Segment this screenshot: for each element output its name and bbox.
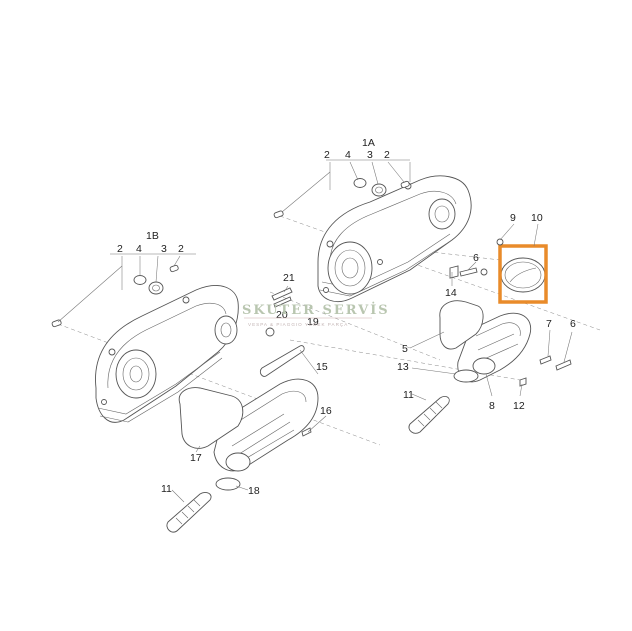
callout-7: 7	[546, 318, 552, 330]
callout-14: 14	[445, 287, 457, 299]
air-cover-15	[178, 378, 319, 472]
callout-6: 6	[473, 252, 479, 264]
air-cover-8	[439, 300, 532, 383]
callout-2: 2	[178, 243, 184, 255]
callout-20: 20	[276, 309, 288, 321]
callout-4: 4	[136, 243, 142, 255]
callout-11: 11	[161, 483, 172, 495]
callout-3: 3	[367, 149, 373, 161]
clamp-13	[453, 369, 479, 383]
small-parts-1b	[51, 264, 179, 328]
crankcase-cover-1b	[95, 285, 239, 423]
callout-17: 17	[190, 452, 202, 464]
callout-5: 5	[402, 343, 408, 355]
intake-hose-11-left	[166, 491, 212, 533]
callout-6: 6	[570, 318, 576, 330]
badge-emblem-10	[500, 257, 546, 293]
parts-21-20-19	[259, 287, 305, 377]
intake-hose-11-right	[408, 395, 450, 434]
callout-2: 2	[384, 149, 390, 161]
leader-lines	[57, 159, 573, 503]
watermark-title: SKUTER SERVİS	[242, 302, 390, 318]
callout-2: 2	[324, 149, 330, 161]
callout-13: 13	[397, 361, 409, 373]
highlight-box	[498, 244, 548, 304]
watermark: SKUTER SERVİS VESPA & PIAGGIO YEDEK PARÇ…	[242, 302, 390, 327]
callout-labels: 1A 1B 2 4 3 2 2 4 3 2 9 10 6 14 21 20 19…	[117, 137, 576, 497]
callout-1b: 1B	[146, 230, 159, 242]
callout-3: 3	[161, 243, 167, 255]
callout-2: 2	[117, 243, 123, 255]
watermark-subtitle: VESPA & PIAGGIO YEDEK PARÇA	[248, 322, 348, 327]
clamp-18	[215, 477, 241, 491]
callout-4: 4	[345, 149, 351, 161]
callout-21: 21	[283, 272, 295, 284]
callout-9: 9	[510, 212, 516, 224]
callout-12: 12	[513, 400, 525, 412]
callout-1a: 1A	[362, 137, 375, 149]
callout-8: 8	[489, 400, 495, 412]
callout-18: 18	[248, 485, 260, 497]
callout-10: 10	[531, 212, 543, 224]
callout-11: 11	[403, 389, 414, 401]
callout-15: 15	[316, 361, 328, 373]
callout-16: 16	[320, 405, 332, 417]
callout-19: 19	[307, 316, 319, 328]
small-parts-1a	[273, 178, 410, 219]
washer-9	[496, 238, 504, 246]
crankcase-cover-1a	[317, 175, 472, 302]
